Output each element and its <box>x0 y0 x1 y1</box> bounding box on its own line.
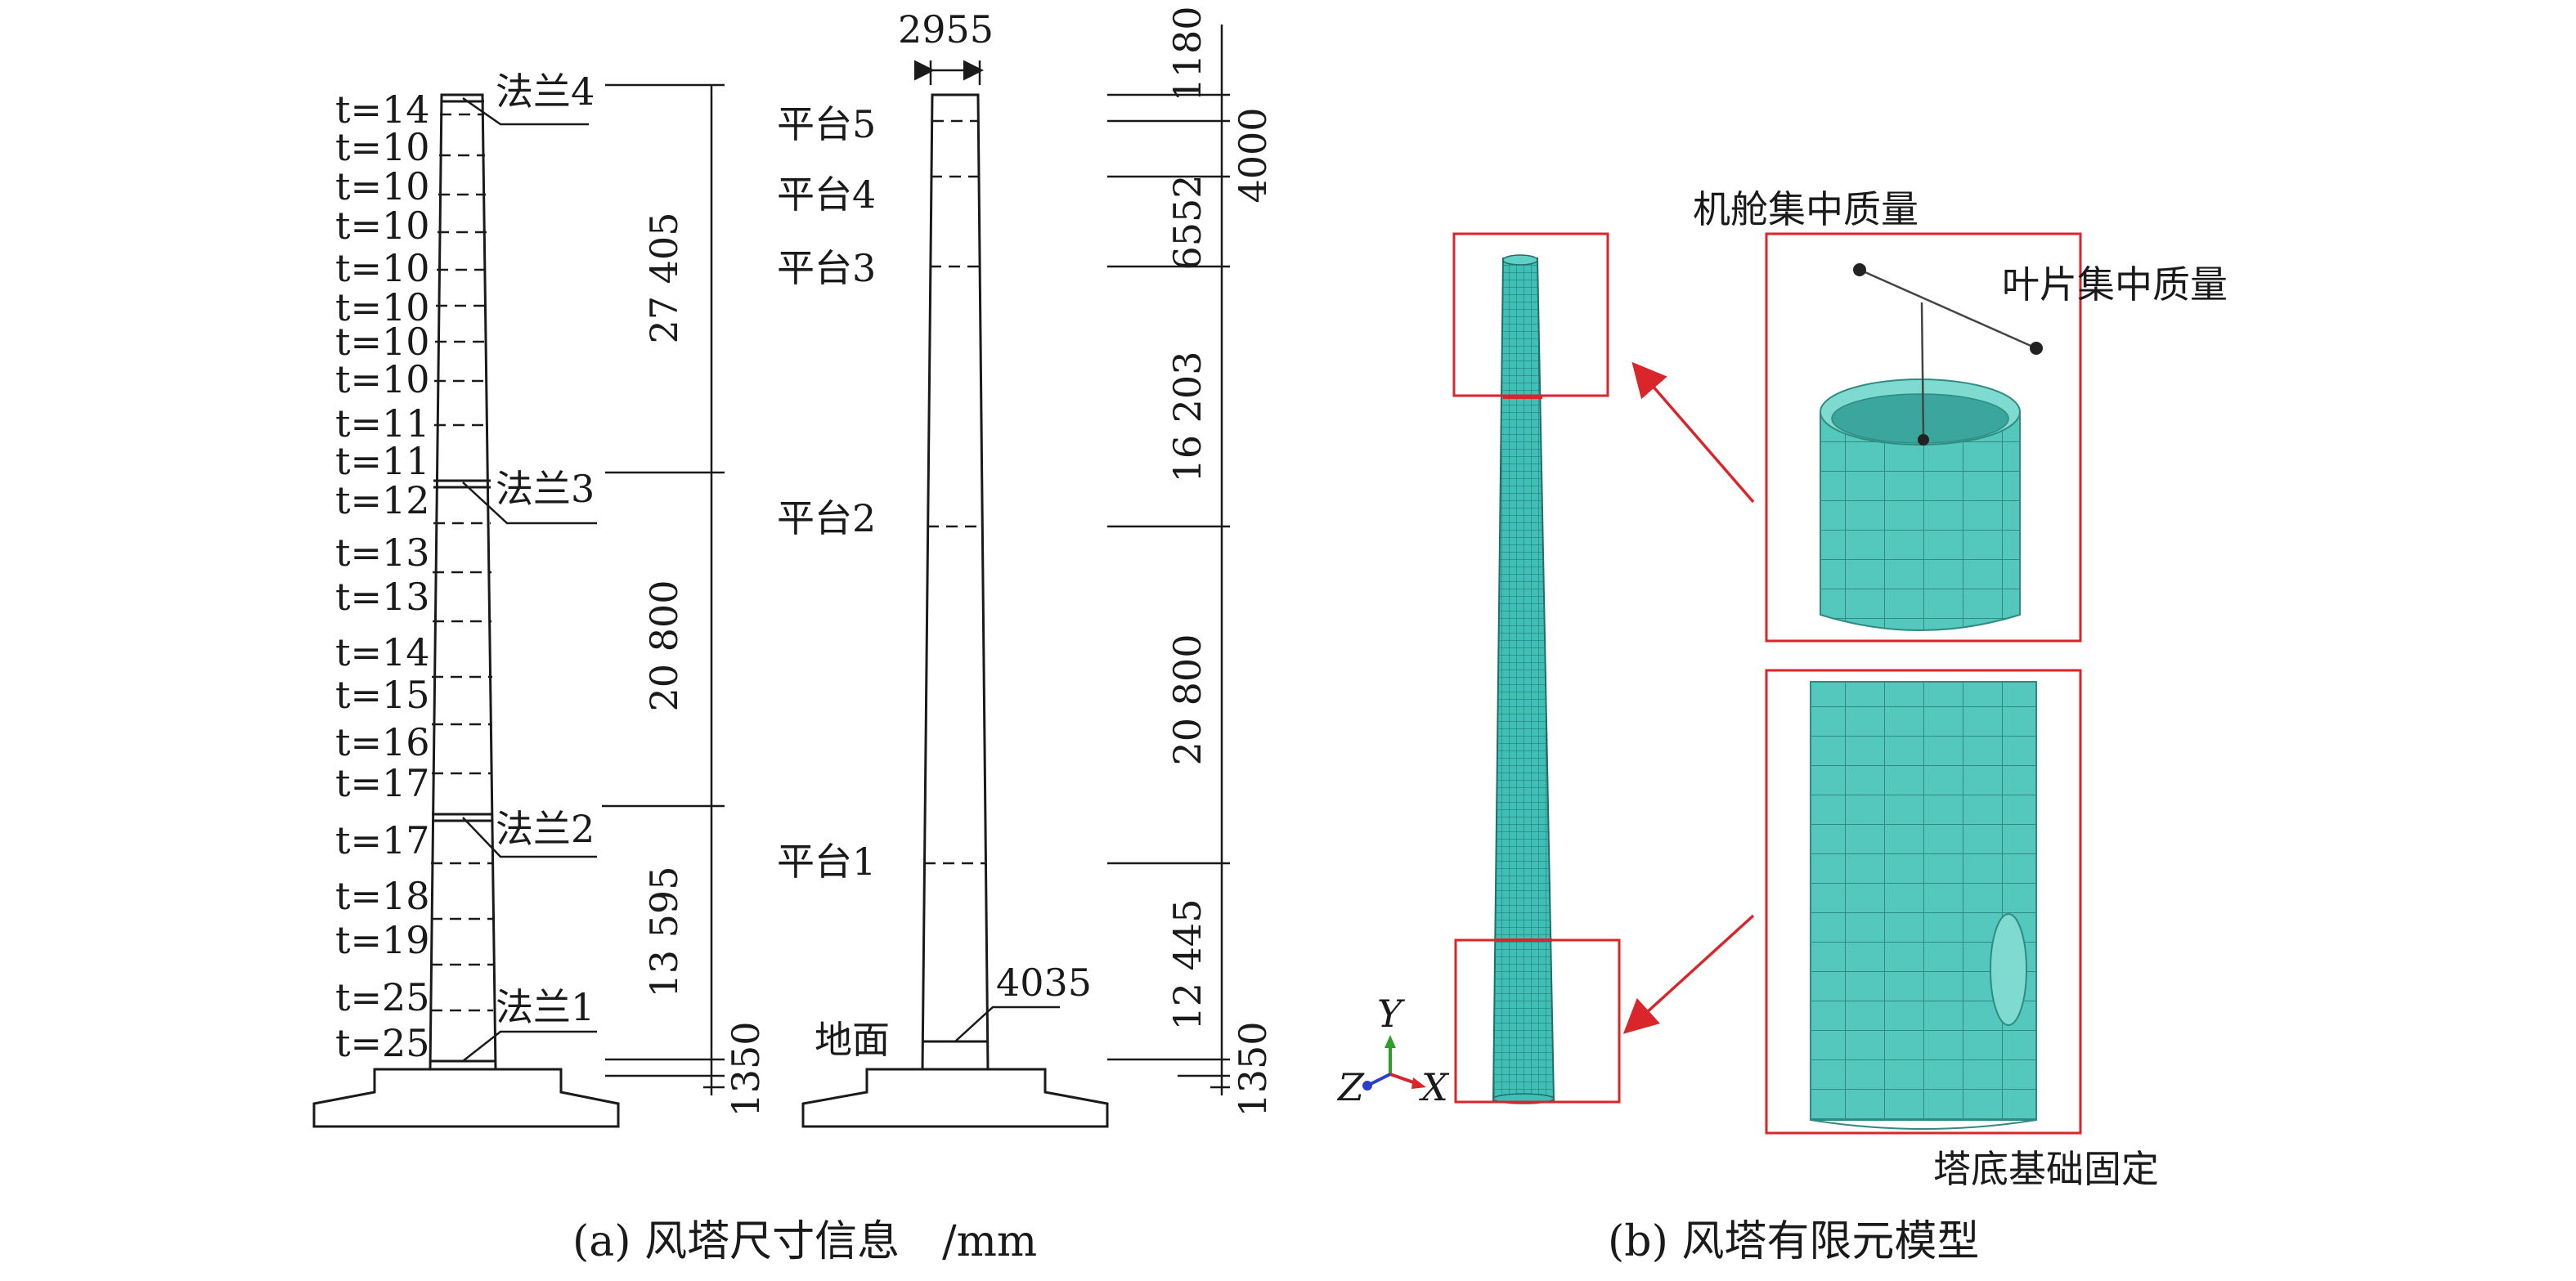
thickness-label: t=18 <box>335 874 430 918</box>
thickness-label: t=14 <box>335 630 430 674</box>
dimension-label: 1350 <box>1231 1021 1275 1117</box>
flange-label: 法兰3 <box>496 467 595 511</box>
nacelle-mass-node <box>1918 434 1929 446</box>
thickness-label: t=25 <box>335 975 430 1019</box>
flange-label: 法兰4 <box>496 69 595 114</box>
fem-tower <box>1492 254 1555 1104</box>
base-fixed-label: 塔底基础固定 <box>1933 1147 2159 1191</box>
thickness-label: t=13 <box>335 531 430 575</box>
top-highlight-box <box>1452 232 1609 397</box>
arrow-to-bottom <box>1622 914 1755 1034</box>
tower2-drawing: 2955 4035 地面 平台5 平台4 平台3 平台2 平台1 1180 40 <box>777 6 1275 1128</box>
bottom-width-label: 4035 <box>996 961 1092 1005</box>
thickness-label: t=16 <box>335 720 430 764</box>
dimension-label: 20 800 <box>642 580 686 712</box>
thickness-label: t=15 <box>335 673 430 717</box>
thickness-label: t=13 <box>335 575 430 619</box>
blade-link <box>1859 268 2037 350</box>
dimension-label: 20 800 <box>1165 634 1209 766</box>
dimension-label: 1180 <box>1165 6 1209 101</box>
bottom-highlight-box <box>1454 938 1621 1104</box>
thickness-label: t=10 <box>335 285 430 329</box>
thickness-label: t=10 <box>335 164 430 208</box>
tower2-outline <box>921 93 990 1071</box>
blade-mass-label: 叶片集中质量 <box>2002 262 2228 307</box>
dimension-label: 4000 <box>1231 107 1275 203</box>
axis-triad: Y Z X <box>1336 992 1450 1109</box>
thickness-label: t=14 <box>335 87 430 132</box>
thickness-label: t=17 <box>335 761 430 805</box>
axis-z-label: Z <box>1336 1065 1365 1109</box>
dimension-label: 13 595 <box>642 867 686 998</box>
dimension-label: 16 203 <box>1165 352 1209 483</box>
fem-tower-mesh <box>1492 258 1555 1101</box>
thickness-label: t=10 <box>335 320 430 364</box>
thickness-label: t=10 <box>335 125 430 169</box>
caption-b: (b) 风塔有限元模型 <box>1608 1217 1979 1266</box>
flange-label: 法兰1 <box>496 985 595 1029</box>
dimension-label: 6552 <box>1165 174 1209 270</box>
thickness-label: t=10 <box>335 246 430 290</box>
tower1-foundation <box>312 1068 620 1128</box>
tower1-drawing: t=14 t=10 t=10 t=10 t=10 t=10 t=10 t=10 … <box>312 69 768 1128</box>
top-width-label: 2955 <box>898 7 994 52</box>
tower1-segment-dashes <box>431 113 493 1012</box>
blade-mass-node <box>2030 342 2043 355</box>
thickness-label: t=19 <box>335 918 430 962</box>
bottom-zoom-panel <box>1765 669 2082 1135</box>
platform-label: 平台2 <box>777 496 876 540</box>
platform-label: 平台1 <box>777 840 876 884</box>
dimension-label: 1350 <box>724 1021 768 1117</box>
tower2-foundation <box>801 1068 1109 1128</box>
thickness-label: t=12 <box>335 478 430 522</box>
dimension-label: 27 405 <box>642 213 686 344</box>
top-zoom-panel <box>1765 232 2082 643</box>
thickness-label: t=10 <box>335 357 430 401</box>
thickness-label: t=11 <box>335 401 430 446</box>
tower1-outline <box>429 93 497 1071</box>
thickness-label: t=17 <box>335 818 430 862</box>
platform-label: 平台3 <box>777 246 876 290</box>
nacelle-mass-label: 机舱集中质量 <box>1693 187 1919 231</box>
blade-mass-node <box>1853 263 1866 276</box>
platform-label: 平台4 <box>777 172 876 217</box>
thickness-label: t=25 <box>335 1021 430 1065</box>
ground-label: 地面 <box>815 1018 890 1062</box>
arrow-to-top <box>1631 361 1755 504</box>
thickness-label: t=10 <box>335 204 430 248</box>
caption-a: (a) 风塔尺寸信息 /mm <box>572 1217 1037 1266</box>
thickness-label: t=11 <box>335 439 430 483</box>
axis-y-label: Y <box>1377 992 1406 1036</box>
dimension-label: 12 445 <box>1165 899 1209 1031</box>
axis-x-label: X <box>1419 1065 1450 1109</box>
platform-label: 平台5 <box>777 102 876 146</box>
flange-label: 法兰2 <box>496 807 595 851</box>
